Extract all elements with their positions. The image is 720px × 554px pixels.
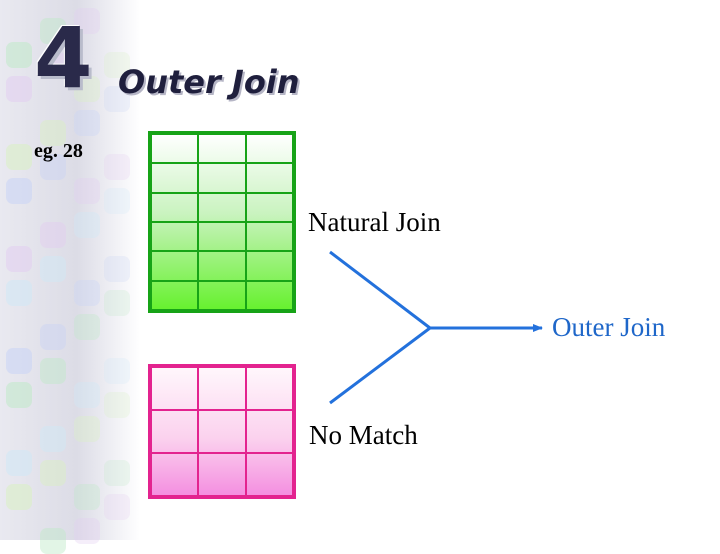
table-cell: [198, 251, 246, 281]
table-cell: [198, 280, 246, 310]
decorative-tile: [104, 290, 130, 316]
slide-title: Outer Join: [118, 63, 300, 101]
decorative-tile: [74, 8, 100, 34]
decorative-side-strip: [0, 0, 140, 554]
decorative-tile: [40, 52, 66, 78]
decorative-tile: [6, 348, 32, 374]
decorative-tile: [74, 212, 100, 238]
table-cell: [151, 453, 199, 496]
table-cell: [151, 134, 199, 164]
decorative-tile: [40, 358, 66, 384]
natural-join-label: Natural Join: [308, 207, 441, 237]
table-cell: [245, 280, 293, 310]
decorative-tile: [104, 358, 130, 384]
decorative-tile: [40, 460, 66, 486]
unmatched-table-pink: [148, 364, 296, 499]
matched-table-green: [148, 131, 296, 313]
join-diagram-arrows: [329, 250, 543, 405]
decorative-tile: [74, 314, 100, 340]
table-cell: [198, 222, 246, 252]
table-cell: [245, 410, 293, 453]
decorative-tile: [6, 382, 32, 408]
decorative-tile: [6, 280, 32, 306]
decorative-tile: [104, 188, 130, 214]
table-cell: [198, 192, 246, 222]
decorative-tile: [74, 110, 100, 136]
table-cell: [151, 367, 199, 410]
decorative-tile: [104, 494, 130, 520]
slide-number: 4: [34, 9, 93, 107]
table-cell: [245, 251, 293, 281]
decorative-tile: [6, 42, 32, 68]
decorative-tile: [40, 154, 66, 180]
table-cell: [151, 163, 199, 193]
decorative-tile: [104, 52, 130, 78]
no-match-label: No Match: [309, 420, 418, 450]
decorative-tile: [6, 178, 32, 204]
decorative-tile: [40, 120, 66, 146]
table-cell: [245, 453, 293, 496]
table-cell: [198, 367, 246, 410]
table-cell: [151, 222, 199, 252]
decorative-tile: [40, 256, 66, 282]
example-label: eg. 28: [34, 140, 83, 162]
table-cell: [151, 410, 199, 453]
decorative-tile: [6, 144, 32, 170]
table-cell: [198, 453, 246, 496]
decorative-tile: [74, 178, 100, 204]
decorative-tile: [104, 154, 130, 180]
decorative-tile: [104, 460, 130, 486]
table-cell: [151, 251, 199, 281]
decorative-tile: [74, 280, 100, 306]
table-cell: [198, 410, 246, 453]
decorative-tile: [74, 416, 100, 442]
decorative-tile: [74, 484, 100, 510]
table-cell: [198, 163, 246, 193]
table-cell: [151, 280, 199, 310]
decorative-tile: [40, 426, 66, 452]
decorative-tile: [104, 256, 130, 282]
table-cell: [245, 222, 293, 252]
table-cell: [198, 134, 246, 164]
natural-join-connector: [329, 250, 431, 330]
table-cell: [245, 367, 293, 410]
decorative-tile: [6, 76, 32, 102]
decorative-tile: [6, 246, 32, 272]
decorative-tile: [104, 86, 130, 112]
decorative-tile: [40, 222, 66, 248]
table-cell: [245, 192, 293, 222]
outer-join-label: Outer Join: [552, 312, 666, 342]
decorative-tile: [40, 324, 66, 350]
table-cell: [245, 163, 293, 193]
decorative-tile: [74, 76, 100, 102]
decorative-tile: [104, 392, 130, 418]
decorative-tile: [74, 382, 100, 408]
decorative-tile: [6, 484, 32, 510]
decorative-tile: [6, 450, 32, 476]
decorative-tile: [40, 18, 66, 44]
table-cell: [151, 192, 199, 222]
no-match-connector: [329, 326, 431, 405]
table-cell: [245, 134, 293, 164]
